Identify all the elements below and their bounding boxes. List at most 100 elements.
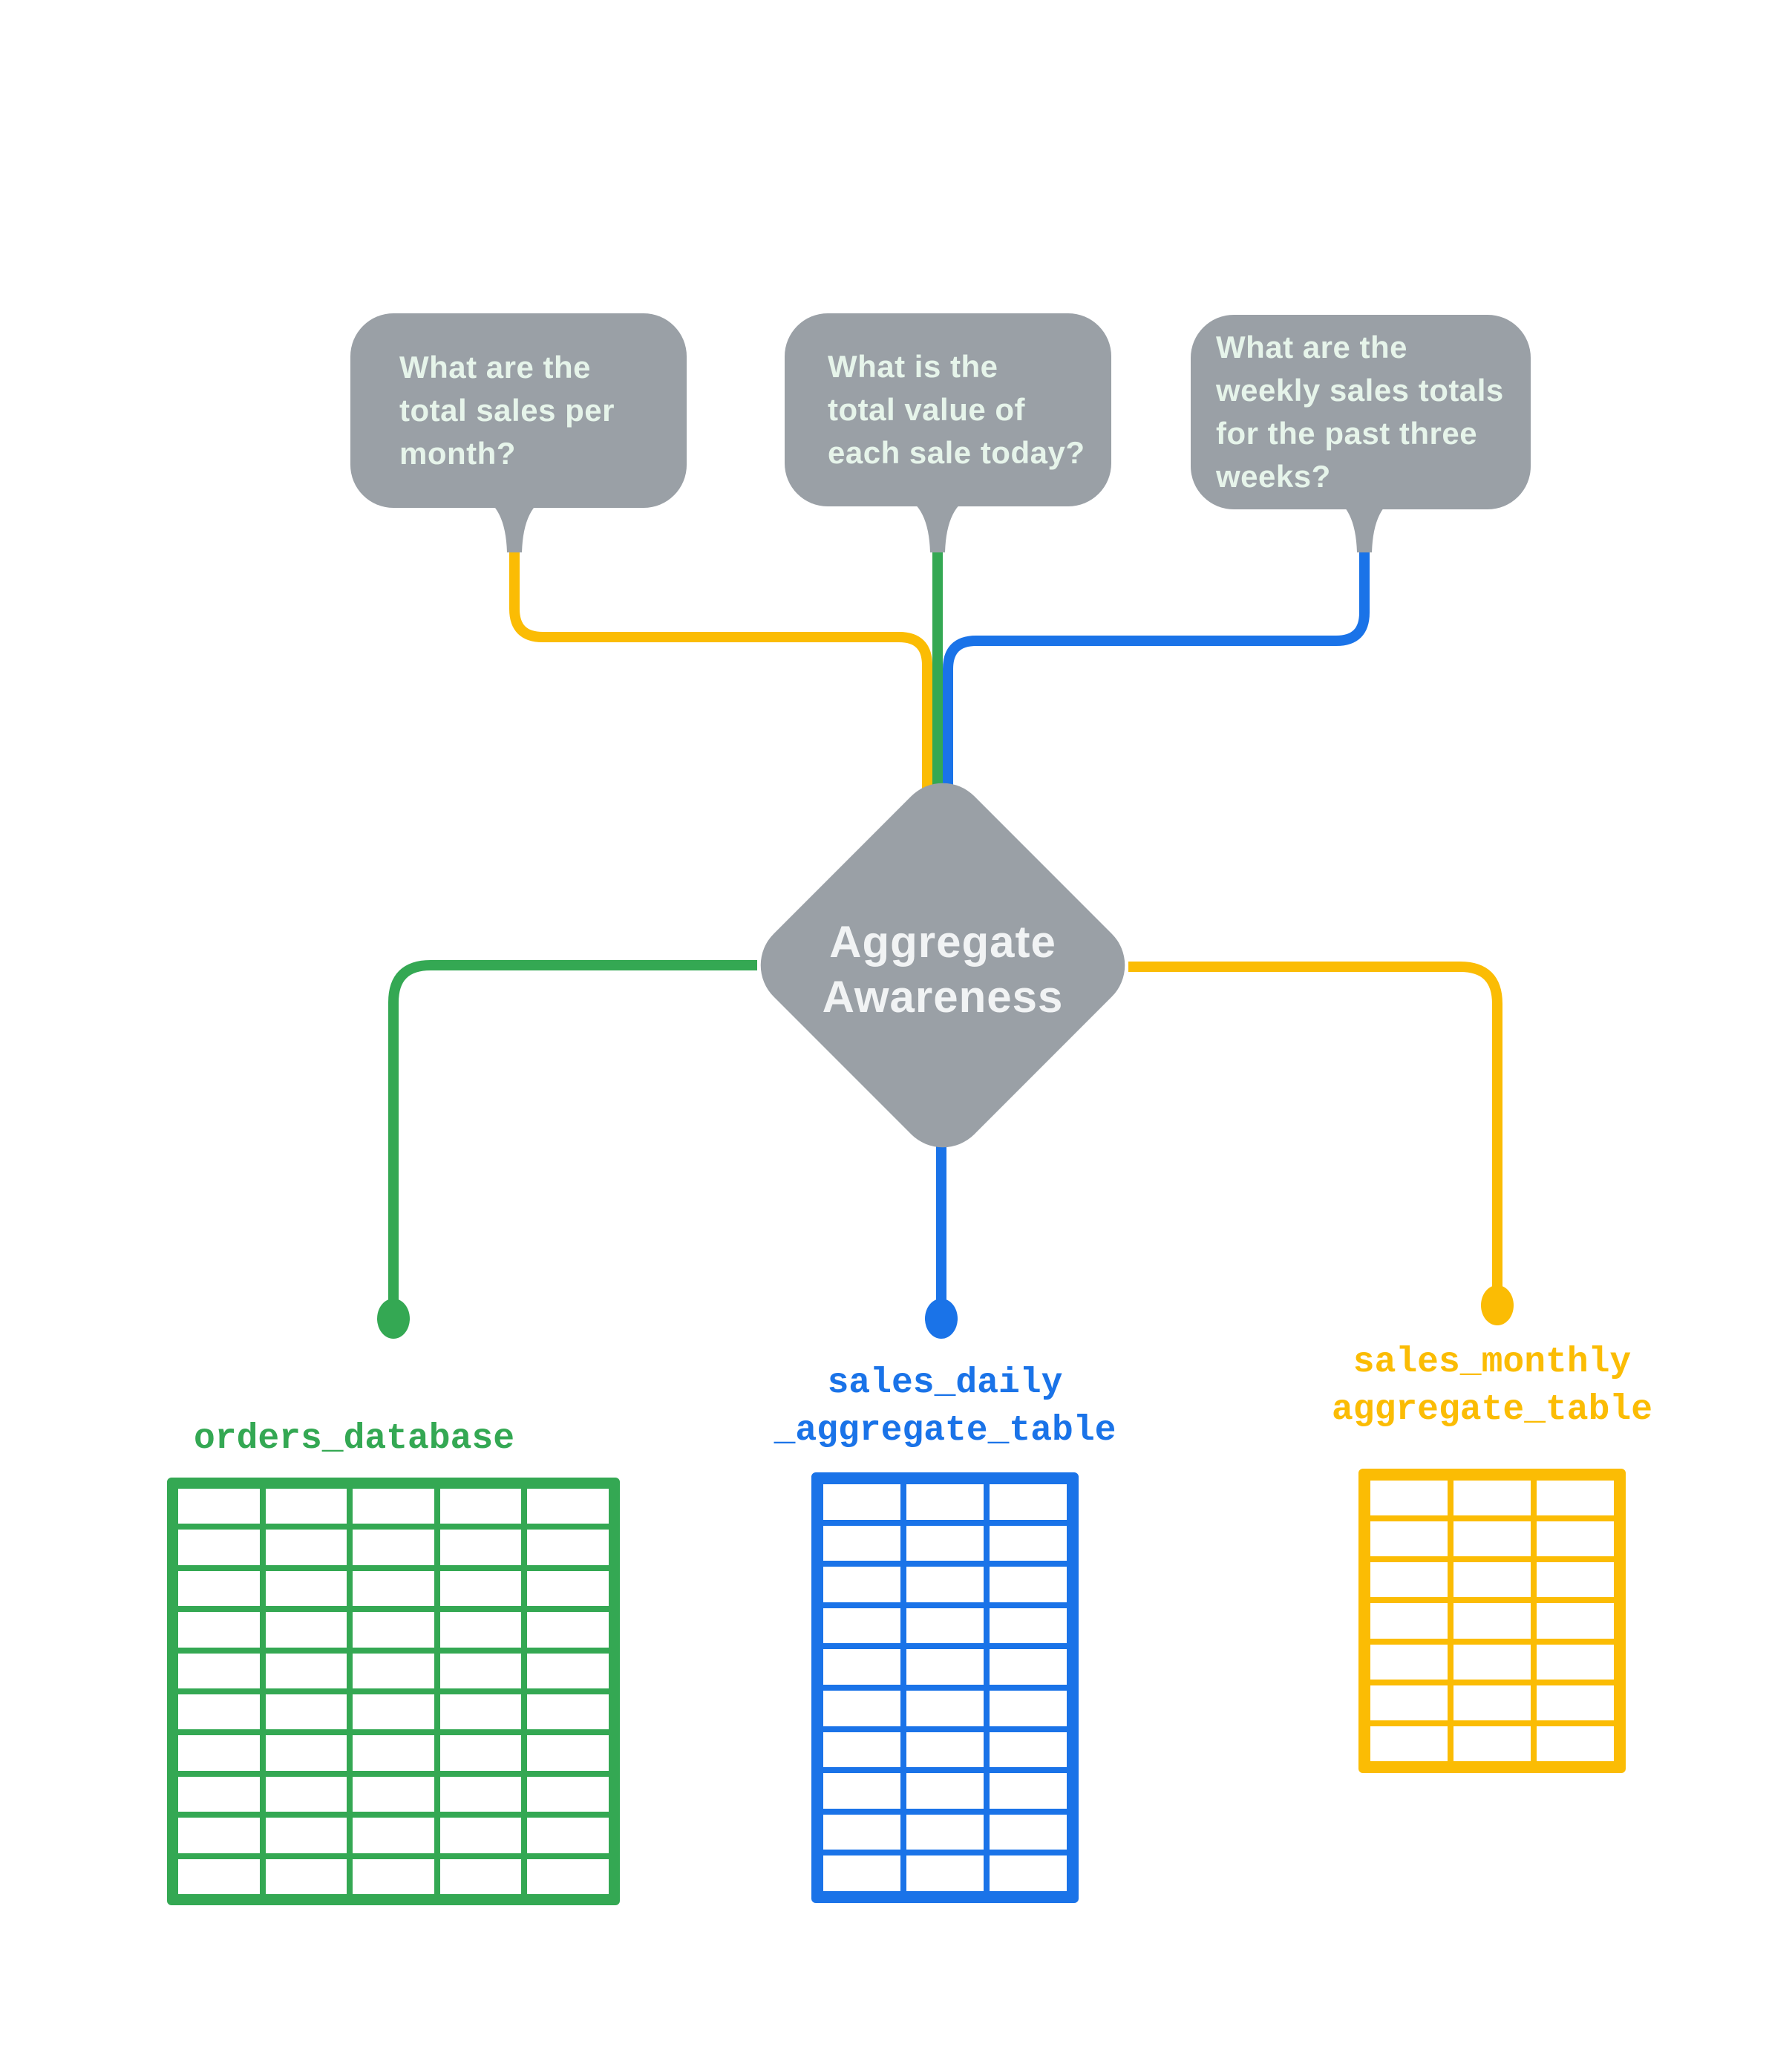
table-cell bbox=[353, 1694, 434, 1730]
table-cell bbox=[906, 1731, 984, 1768]
connector-question3-to-diamond bbox=[943, 527, 1370, 789]
table-cell bbox=[353, 1530, 434, 1565]
table-cell bbox=[439, 1570, 522, 1607]
table-cell bbox=[527, 1489, 609, 1524]
orders-database-table bbox=[167, 1478, 620, 1905]
sales-daily-aggregate-table-label: sales_daily _aggregate_table bbox=[774, 1363, 1116, 1451]
speech-bubble-total-sales-per-month: What are the total sales per month? bbox=[350, 313, 687, 508]
table-cell bbox=[353, 1858, 434, 1894]
bubble2-tail bbox=[902, 496, 973, 552]
connector-diamond-to-monthly-table bbox=[1128, 962, 1502, 1289]
table-cell bbox=[265, 1776, 347, 1812]
table-cell bbox=[823, 1484, 900, 1520]
table-cell bbox=[1537, 1562, 1614, 1598]
table-cell bbox=[527, 1735, 609, 1771]
table-cell bbox=[527, 1653, 609, 1688]
endpoint-dot-orders-database bbox=[377, 1299, 410, 1339]
table-cell bbox=[265, 1818, 347, 1853]
table-cell bbox=[1537, 1726, 1614, 1761]
table-cell bbox=[823, 1649, 900, 1685]
table-cell bbox=[353, 1489, 434, 1524]
table-cell bbox=[178, 1735, 260, 1771]
table-cell bbox=[1453, 1644, 1531, 1680]
table-cell bbox=[439, 1612, 522, 1648]
table-cell bbox=[527, 1612, 609, 1648]
bubble3-tail bbox=[1329, 496, 1400, 552]
table-cell bbox=[990, 1649, 1067, 1685]
orders-database-label: orders_database bbox=[193, 1419, 515, 1459]
table-cell bbox=[1537, 1481, 1614, 1516]
table-cell bbox=[265, 1735, 347, 1771]
table-cell bbox=[527, 1530, 609, 1565]
endpoint-dot-monthly-table bbox=[1481, 1285, 1514, 1325]
table-cell bbox=[990, 1773, 1067, 1809]
table-cell bbox=[439, 1818, 522, 1853]
table-cell bbox=[265, 1489, 347, 1524]
table-cell bbox=[990, 1525, 1067, 1561]
sales-monthly-aggregate-table bbox=[1358, 1469, 1626, 1773]
table-cell bbox=[265, 1530, 347, 1565]
table-cell bbox=[990, 1814, 1067, 1850]
endpoint-dot-daily-table bbox=[925, 1299, 958, 1339]
table-cell bbox=[906, 1484, 984, 1520]
connector-question1-to-diamond bbox=[509, 527, 932, 789]
table-cell bbox=[990, 1855, 1067, 1891]
table-cell bbox=[178, 1570, 260, 1607]
table-cell bbox=[823, 1690, 900, 1726]
table-cell bbox=[823, 1814, 900, 1850]
table-cell bbox=[906, 1690, 984, 1726]
aggregate-awareness-diamond bbox=[760, 783, 1125, 1148]
table-cell bbox=[353, 1653, 434, 1688]
table-cell bbox=[1370, 1726, 1448, 1761]
table-cell bbox=[265, 1570, 347, 1607]
table-cell bbox=[823, 1855, 900, 1891]
bubble1-tail bbox=[479, 496, 550, 552]
table-cell bbox=[353, 1818, 434, 1853]
table-cell bbox=[990, 1608, 1067, 1644]
table-cell bbox=[178, 1694, 260, 1730]
table-cell bbox=[527, 1858, 609, 1894]
table-cell bbox=[1453, 1685, 1531, 1720]
table-cell bbox=[906, 1567, 984, 1602]
table-cell bbox=[178, 1530, 260, 1565]
speech-bubble-text: What is the total value of each sale tod… bbox=[828, 349, 1085, 470]
table-cell bbox=[178, 1858, 260, 1894]
table-cell bbox=[1537, 1521, 1614, 1557]
table-cell bbox=[823, 1567, 900, 1602]
table-cell bbox=[527, 1776, 609, 1812]
table-cell bbox=[178, 1818, 260, 1853]
table-cell bbox=[527, 1570, 609, 1607]
table-cell bbox=[178, 1612, 260, 1648]
table-cell bbox=[353, 1612, 434, 1648]
table-cell bbox=[265, 1612, 347, 1648]
table-cell bbox=[1537, 1603, 1614, 1639]
table-cell bbox=[178, 1489, 260, 1524]
sales-monthly-aggregate-table-label: sales_monthly aggregate_table bbox=[1331, 1342, 1653, 1430]
table-cell bbox=[265, 1858, 347, 1894]
table-cell bbox=[353, 1735, 434, 1771]
table-cell bbox=[1537, 1685, 1614, 1720]
sales-daily-aggregate-table bbox=[811, 1472, 1079, 1903]
table-cell bbox=[527, 1818, 609, 1853]
table-cell bbox=[265, 1694, 347, 1730]
speech-bubble-text: What are the total sales per month? bbox=[399, 350, 615, 471]
table-cell bbox=[906, 1525, 984, 1561]
table-cell bbox=[906, 1649, 984, 1685]
table-cell bbox=[439, 1694, 522, 1730]
connector-diamond-to-orders-database bbox=[388, 960, 757, 1302]
table-cell bbox=[1370, 1685, 1448, 1720]
table-cell bbox=[906, 1855, 984, 1891]
table-cell bbox=[1370, 1521, 1448, 1557]
table-cell bbox=[823, 1525, 900, 1561]
table-cell bbox=[1453, 1603, 1531, 1639]
table-cell bbox=[353, 1570, 434, 1607]
table-cell bbox=[990, 1484, 1067, 1520]
table-cell bbox=[990, 1567, 1067, 1602]
table-cell bbox=[439, 1489, 522, 1524]
table-cell bbox=[906, 1608, 984, 1644]
table-cell bbox=[439, 1858, 522, 1894]
table-cell bbox=[990, 1731, 1067, 1768]
table-cell bbox=[527, 1694, 609, 1730]
speech-bubble-weekly-sales-totals: What are the weekly sales totals for the… bbox=[1191, 315, 1531, 509]
table-cell bbox=[439, 1776, 522, 1812]
